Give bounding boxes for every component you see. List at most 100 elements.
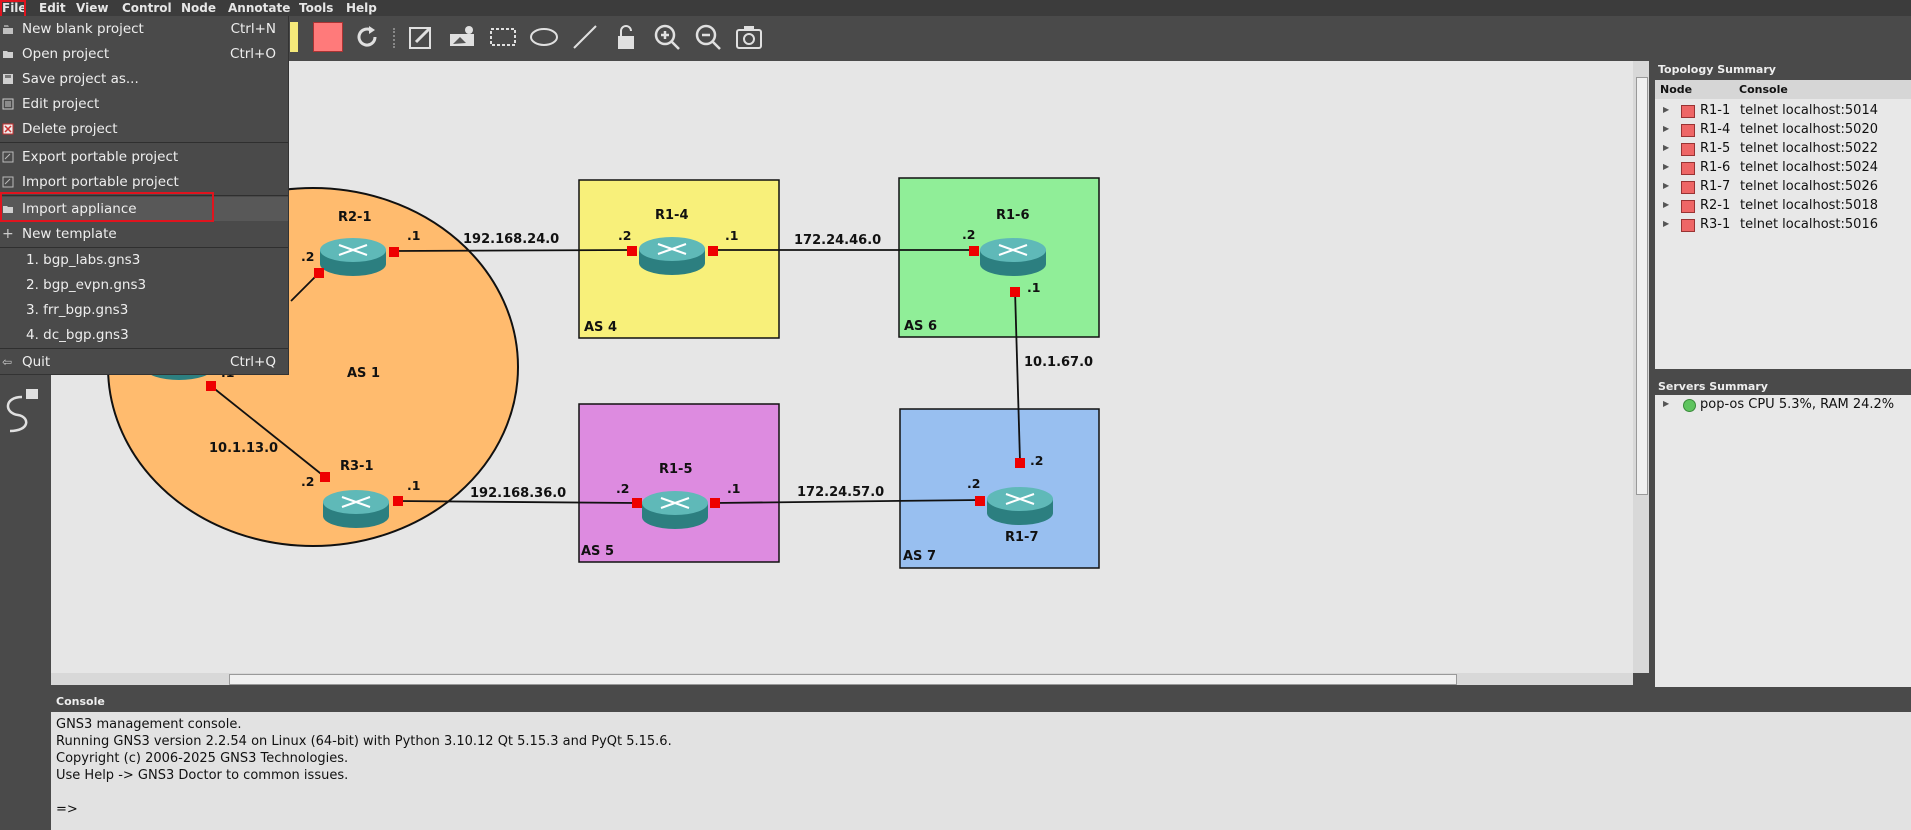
menu-item-export-portable-project[interactable]: Export portable project — [0, 146, 288, 168]
expand-arrow-icon[interactable]: ▶ — [1663, 105, 1670, 114]
server-entry[interactable]: pop-os CPU 5.3%, RAM 24.2% — [1700, 397, 1895, 412]
interface-label: .1 — [727, 481, 741, 496]
topology-summary-row[interactable]: ▶ R2-1 telnet localhost:5018 — [1655, 197, 1911, 216]
menu-item-label: Save project as... — [22, 71, 139, 87]
menu-separator — [0, 142, 288, 143]
servers-summary-title: Servers Summary — [1658, 380, 1768, 393]
zoom-out-icon[interactable] — [693, 22, 723, 52]
menu-item-save-project-as[interactable]: Save project as... — [0, 68, 288, 90]
expand-arrow-icon[interactable]: ▶ — [1663, 162, 1670, 171]
menu-item-open-project[interactable]: Open project Ctrl+O — [0, 43, 288, 65]
menu-view[interactable]: View — [76, 1, 109, 15]
interface-label: .1 — [407, 228, 421, 243]
menu-item-shortcut: Ctrl+Q — [230, 354, 276, 370]
menu-item-quit[interactable]: ⇦ Quit Ctrl+Q — [0, 351, 288, 373]
menu-item-recent-project[interactable]: 3. frr_bgp.gns3 — [0, 299, 288, 321]
menu-item-delete-project[interactable]: Delete project — [0, 118, 288, 140]
router-status-icon — [1681, 219, 1695, 232]
horizontal-scroll-thumb[interactable] — [229, 674, 1457, 685]
column-header-console[interactable]: Console — [1739, 83, 1788, 96]
port-indicator — [708, 246, 718, 256]
node-label-r1-4: R1-4 — [655, 208, 689, 223]
menu-file[interactable]: File — [2, 1, 27, 15]
menu-item-label: Edit project — [22, 96, 100, 112]
port-indicator — [975, 496, 985, 506]
node-name: R1-5 — [1700, 141, 1731, 156]
interface-label: .1 — [725, 228, 739, 243]
vertical-scroll-thumb[interactable] — [1636, 77, 1648, 495]
router-status-icon — [1681, 200, 1695, 213]
menu-item-recent-project[interactable]: 2. bgp_evpn.gns3 — [0, 274, 288, 296]
servers-summary-panel: ▶ pop-os CPU 5.3%, RAM 24.2% — [1655, 395, 1911, 687]
expand-arrow-icon[interactable]: ▶ — [1663, 219, 1670, 228]
interface-label: .2 — [962, 227, 976, 242]
menu-tools[interactable]: Tools — [299, 1, 334, 15]
menu-item-new-template[interactable]: + New template — [0, 223, 288, 245]
menu-item-import-portable-project[interactable]: Import portable project — [0, 171, 288, 193]
menu-control[interactable]: Control — [122, 1, 172, 15]
node-label-r1-5: R1-5 — [659, 462, 693, 477]
draw-rectangle-icon[interactable] — [488, 22, 518, 52]
screenshot-icon[interactable] — [734, 22, 764, 52]
reload-icon[interactable] — [352, 22, 382, 52]
menu-item-import-appliance[interactable]: Import appliance — [0, 197, 288, 221]
zoom-in-icon[interactable] — [652, 22, 682, 52]
expand-arrow-icon[interactable]: ▶ — [1663, 200, 1670, 209]
canvas-vertical-scrollbar[interactable] — [1633, 61, 1649, 673]
network-label: 10.1.13.0 — [209, 441, 279, 456]
stop-all-icon[interactable] — [313, 22, 343, 52]
menu-separator — [0, 247, 288, 248]
node-console: telnet localhost:5018 — [1740, 198, 1878, 213]
menu-item-recent-project[interactable]: 4. dc_bgp.gns3 — [0, 324, 288, 346]
add-note-icon[interactable] — [406, 22, 436, 52]
menu-separator — [0, 195, 288, 196]
router-status-icon — [1681, 105, 1695, 118]
menu-item-label: Delete project — [22, 121, 118, 137]
menu-node[interactable]: Node — [181, 1, 217, 15]
menu-help[interactable]: Help — [346, 1, 377, 15]
menu-edit[interactable]: Edit — [39, 1, 66, 15]
add-link-icon[interactable] — [2, 385, 38, 437]
insert-image-icon[interactable] — [447, 22, 477, 52]
as4-box — [578, 179, 780, 339]
expand-arrow-icon[interactable]: ▶ — [1663, 143, 1670, 152]
port-indicator — [710, 498, 720, 508]
link-r16-r17 — [1014, 289, 1021, 462]
menu-item-label: New blank project — [22, 21, 144, 37]
node-console: telnet localhost:5022 — [1740, 141, 1878, 156]
draw-ellipse-icon[interactable] — [529, 22, 559, 52]
menu-item-new-blank-project[interactable]: New blank project Ctrl+N — [0, 18, 288, 40]
console-panel[interactable]: GNS3 management console. Running GNS3 ve… — [51, 712, 1911, 830]
menu-item-label: 2. bgp_evpn.gns3 — [26, 277, 147, 293]
expand-arrow-icon[interactable]: ▶ — [1663, 399, 1670, 408]
menu-item-edit-project[interactable]: Edit project — [0, 93, 288, 115]
expand-arrow-icon[interactable]: ▶ — [1663, 181, 1670, 190]
node-name: R1-4 — [1700, 122, 1731, 137]
menu-item-label: Import appliance — [22, 201, 137, 217]
menu-annotate[interactable]: Annotate — [228, 1, 291, 15]
draw-line-icon[interactable] — [570, 22, 600, 52]
menu-item-recent-project[interactable]: 1. bgp_labs.gns3 — [0, 249, 288, 271]
network-label: 192.168.36.0 — [470, 486, 567, 501]
expand-arrow-icon[interactable]: ▶ — [1663, 124, 1670, 133]
interface-label: .1 — [407, 478, 421, 493]
unlock-icon[interactable] — [611, 22, 641, 52]
canvas-horizontal-scrollbar[interactable] — [51, 673, 1633, 685]
as7-box — [899, 408, 1100, 569]
port-indicator — [393, 496, 403, 506]
port-indicator — [206, 381, 216, 391]
console-line: GNS3 management console. — [56, 717, 242, 732]
node-name: R2-1 — [1700, 198, 1731, 213]
topology-summary-row[interactable]: ▶ R1-5 telnet localhost:5022 — [1655, 140, 1911, 159]
console-prompt[interactable]: => — [56, 802, 78, 817]
start-all-icon[interactable] — [290, 22, 298, 52]
menu-item-label: 3. frr_bgp.gns3 — [26, 302, 129, 318]
menu-item-label: Import portable project — [22, 174, 179, 190]
column-header-node[interactable]: Node — [1660, 83, 1693, 96]
menu-separator — [0, 348, 288, 349]
